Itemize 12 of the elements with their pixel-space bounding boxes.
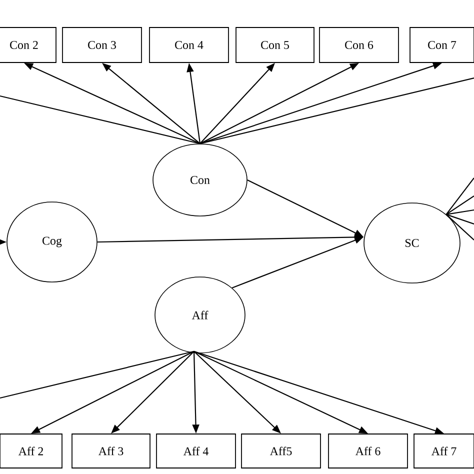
indicator-box: Con 3 [62,27,142,63]
indicator-box: Aff 3 [72,434,150,468]
indicator-box: Aff 2 [0,434,62,468]
indicator-box: Con 2 [0,27,56,63]
indicator-box: Con 6 [319,27,399,63]
indicator-box: Aff 7 [414,434,474,468]
indicator-box: Aff 4 [156,434,236,468]
indicator-box: Aff 6 [328,434,408,468]
indicator-box: Con 5 [236,27,314,63]
indicator-box: Con 4 [149,27,229,63]
indicator-box: Con 7 [410,27,474,63]
indicator-box: Aff5 [241,434,321,468]
